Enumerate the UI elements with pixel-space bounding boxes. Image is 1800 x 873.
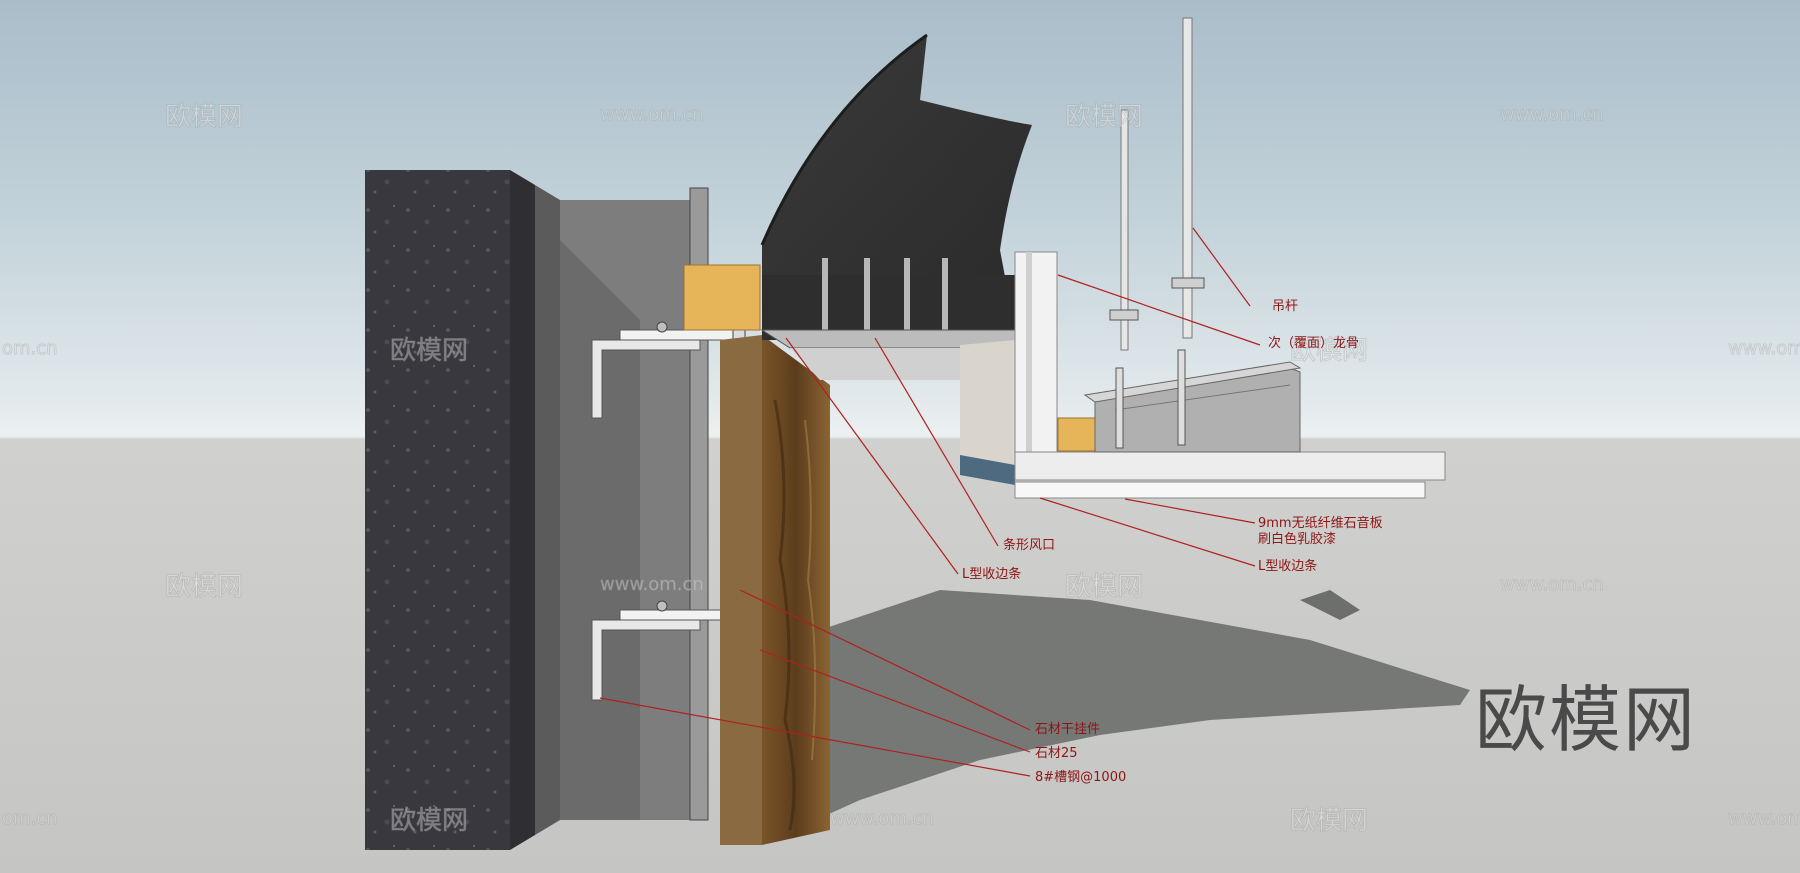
wood-block [683,264,761,331]
rod-nut-tall [1171,277,1205,289]
watermark: www.om.cn [1728,338,1800,360]
secondary-keel-top [1083,361,1302,403]
ceiling-vertical-board [1014,251,1058,481]
keel-clips [1115,349,1186,449]
watermark: 欧模网 [389,806,469,837]
concrete-column [365,170,510,850]
label-secondary-keel: 次（覆面）龙骨 [1268,336,1360,351]
watermark: 欧模网 [164,572,244,603]
label-strip-vent: 条形风口 [1003,538,1056,553]
watermark: 欧模网 [1289,336,1369,367]
label-stone: 石材25 [1035,746,1078,761]
watermark: www.om.cn [830,808,935,830]
watermark: www.om.cn [1500,574,1605,596]
stone-panel [762,335,830,845]
shadow-strip [1300,590,1360,620]
watermark: www.om.cn [600,104,705,126]
vent-slats [822,258,948,340]
label-stone-hanger: 石材干挂件 [1035,722,1101,737]
vent-hood-edge [760,33,928,246]
watermark: 欧模网 [1064,572,1144,603]
vent-throat [790,348,1015,380]
lower-bolt [656,600,668,612]
stone-grain [773,399,796,831]
upper-bolt [656,321,668,333]
watermark: 欧模网 [1064,102,1144,133]
label-channel-steel: 8#槽钢@1000 [1035,770,1127,785]
hanger-rod-short [1120,109,1129,351]
rod-nut-short [1109,309,1139,321]
watermark: 欧模网 [164,102,244,133]
watermark: www.om.cn [1500,104,1605,126]
ceiling-l-trim [1014,481,1426,499]
watermark: 欧模网 [1289,806,1369,837]
watermark: om.cn [2,808,59,830]
hanger-rod-tall [1182,17,1193,339]
label-l-trim-right: L型收边条 [1258,559,1318,574]
watermark: www.om.cn [1728,808,1800,830]
watermark: www.om.cn [600,574,705,596]
stone-grain-2 [804,419,817,761]
label-gypsum-board-line1: 9mm无纸纤维石音板 [1258,516,1383,531]
steel-plate-shade [560,240,640,820]
upper-bracket-plate [619,329,741,341]
brand-watermark: 欧模网 [1475,678,1698,762]
vent-hood [762,35,1032,330]
leader-lines [599,227,1261,777]
label-gypsum-board-line2: 刷白色乳胶漆 [1258,532,1337,547]
steel-plate-back [535,185,560,835]
ceiling-board [1014,451,1446,481]
ceiling-side-wall [960,340,1015,470]
watermark: 欧模网 [389,336,469,367]
concrete-column-side [510,170,535,850]
watermark: om.cn [2,338,59,360]
ceiling-edge-strip [1026,252,1032,480]
label-l-trim-left: L型收边条 [962,567,1022,582]
label-hanger-rod: 吊杆 [1272,299,1299,314]
blue-trim [960,455,1015,485]
ground-shadow [740,590,1470,845]
